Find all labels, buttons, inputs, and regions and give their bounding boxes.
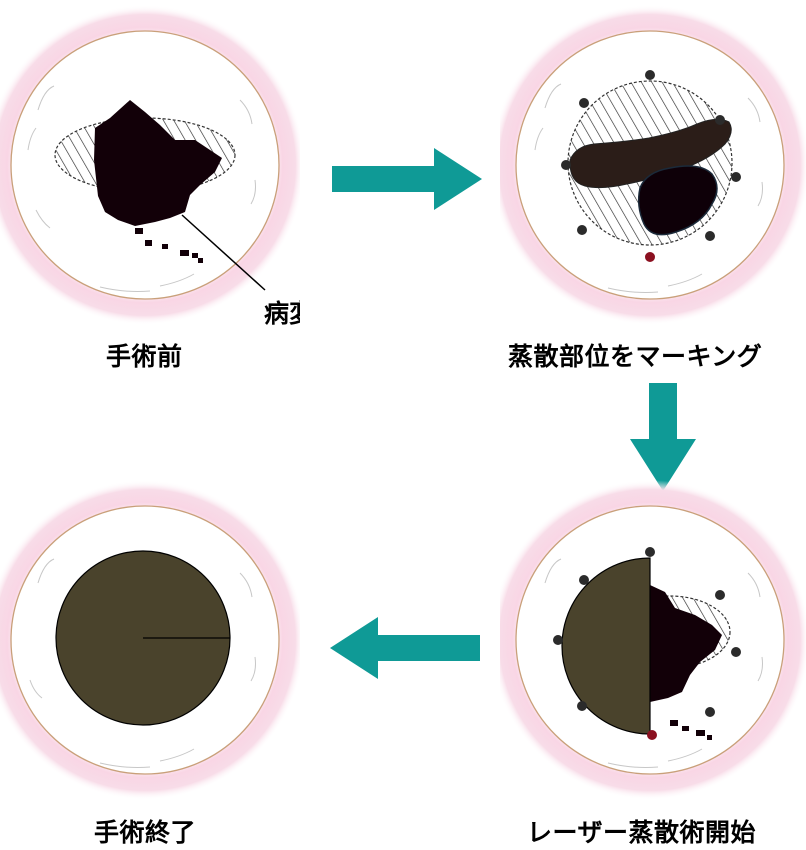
- cervix-texture: [27, 85, 256, 292]
- vaporized-half: [561, 557, 651, 735]
- caption-vaporization: レーザー蒸散術開始: [527, 818, 757, 847]
- panel-marking: [500, 5, 806, 325]
- marking-dots: [561, 70, 741, 241]
- lesion-label: 病変: [264, 299, 300, 328]
- marking-dot-red: [645, 252, 655, 262]
- lesion: [637, 165, 718, 236]
- panel-end: [0, 480, 300, 800]
- lesion-elongated: [569, 118, 732, 189]
- caption-before: 手術前: [106, 342, 183, 371]
- arrow-right: [332, 148, 482, 210]
- panel-vaporization: [500, 480, 806, 800]
- panel-before: 病変: [0, 5, 300, 328]
- lesion-specks: [135, 228, 203, 263]
- lesion-leader-line: [181, 214, 266, 291]
- arrow-left: [330, 617, 480, 679]
- caption-marking: 蒸散部位をマーキング: [508, 342, 763, 371]
- caption-end: 手術終了: [94, 818, 197, 847]
- lesion: [94, 100, 222, 226]
- arrow-down: [630, 383, 696, 491]
